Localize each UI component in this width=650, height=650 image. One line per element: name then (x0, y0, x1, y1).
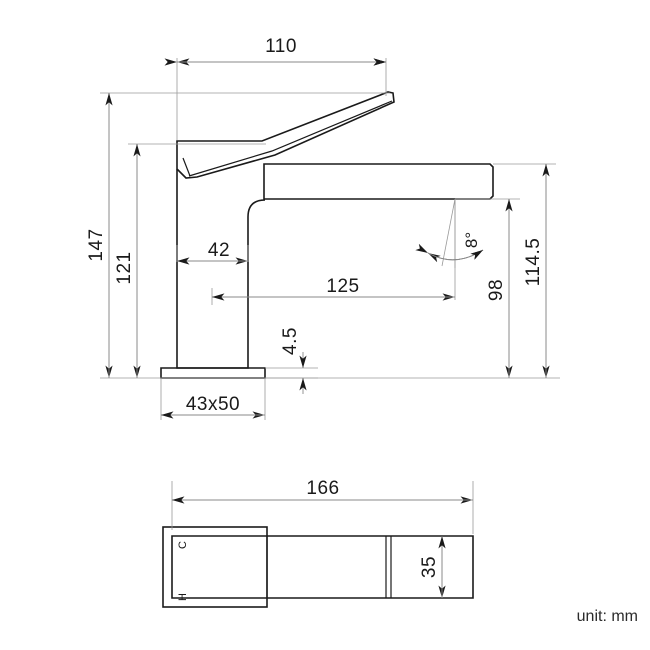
dimension-overall-length: 166 (172, 478, 473, 504)
dimension-label-spout-height: 98 (486, 279, 507, 301)
handle-lever-outline (176, 91, 395, 179)
dimension-base-thickness: 4.5 (280, 327, 307, 394)
dimension-spout-reach: 125 (212, 276, 455, 301)
dimension-label-spout-outlet-angle: 8° (462, 232, 481, 248)
dimension-spout-top-height: 114.5 (523, 164, 550, 378)
dimension-spout-height: 98 (486, 199, 513, 378)
unit-note: unit: mm (577, 608, 638, 625)
dimension-label-body-width: 42 (208, 240, 230, 261)
front-view-extension-lines (100, 58, 560, 420)
dimension-label-overall-width: 35 (419, 556, 440, 578)
top-view-extension-lines (171, 481, 474, 534)
dimension-spout-outlet-angle: 8° (415, 198, 484, 268)
top-view-cold-port-label: C (177, 541, 189, 549)
dimension-label-overall-length: 166 (306, 478, 339, 499)
dimension-label-spout-reach: 125 (326, 276, 359, 297)
spout-arm-outline (263, 163, 494, 200)
faucet-body-outline (176, 169, 266, 369)
dimension-overall-width: 35 (419, 536, 446, 598)
dimension-handle-length: 110 (164, 36, 386, 66)
top-view-hot-port-label: H (177, 593, 189, 601)
dimension-base-footprint: 43x50 (161, 394, 265, 419)
front-view-geometry (160, 91, 494, 379)
dimension-body-height: 121 (114, 144, 141, 378)
top-view-geometry: C H (162, 526, 474, 608)
dimension-label-overall-height: 147 (86, 228, 107, 261)
dimension-body-width: 42 (177, 240, 248, 265)
dimension-label-base-footprint: 43x50 (186, 394, 240, 415)
dimension-overall-height: 147 (86, 93, 113, 378)
dimension-label-spout-top-height: 114.5 (523, 238, 544, 287)
base-plate-outline (160, 367, 266, 379)
dimension-label-body-height: 121 (114, 251, 135, 284)
handle-pivot-notch (182, 157, 191, 177)
handle-lever-fold-line (188, 100, 393, 177)
dimension-label-base-thickness: 4.5 (280, 327, 301, 355)
dimension-label-handle-length: 110 (265, 36, 297, 57)
top-view-body-outline (171, 535, 474, 599)
